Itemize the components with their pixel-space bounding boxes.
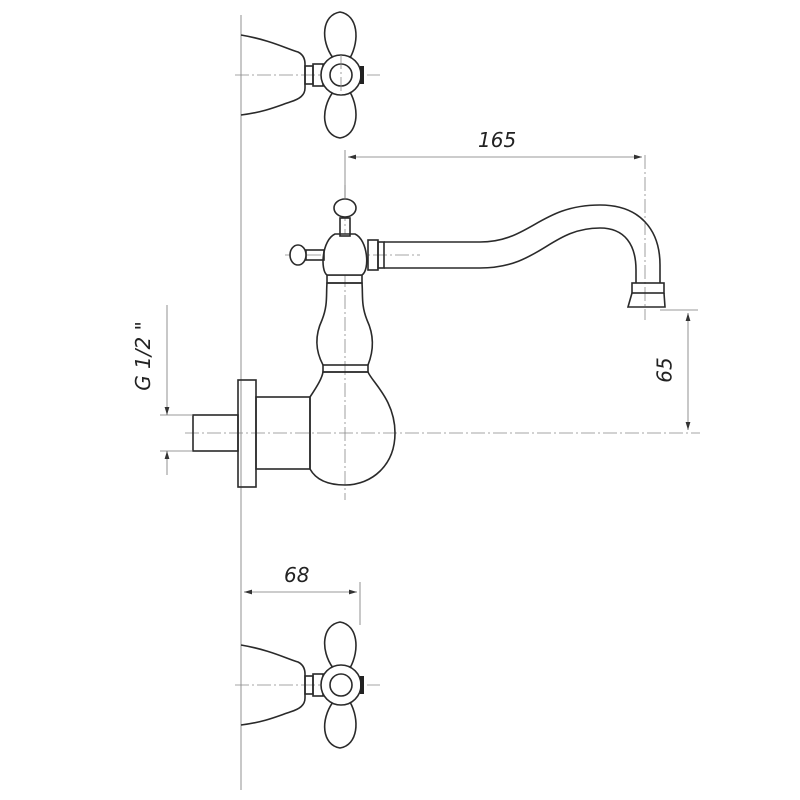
dimension-label-thread: G 1/2 " [130, 321, 155, 391]
bottom-handle [235, 621, 380, 749]
dimension-65 [660, 309, 698, 430]
dimension-thread [160, 305, 193, 475]
dimension-label-165: 165 [478, 128, 517, 152]
dimension-label-68: 68 [284, 563, 310, 587]
top-handle [235, 11, 380, 139]
dimension-68 [244, 582, 361, 625]
faucet-body [192, 198, 666, 488]
dimension-165 [344, 150, 642, 200]
dimension-label-65: 65 [652, 357, 677, 383]
